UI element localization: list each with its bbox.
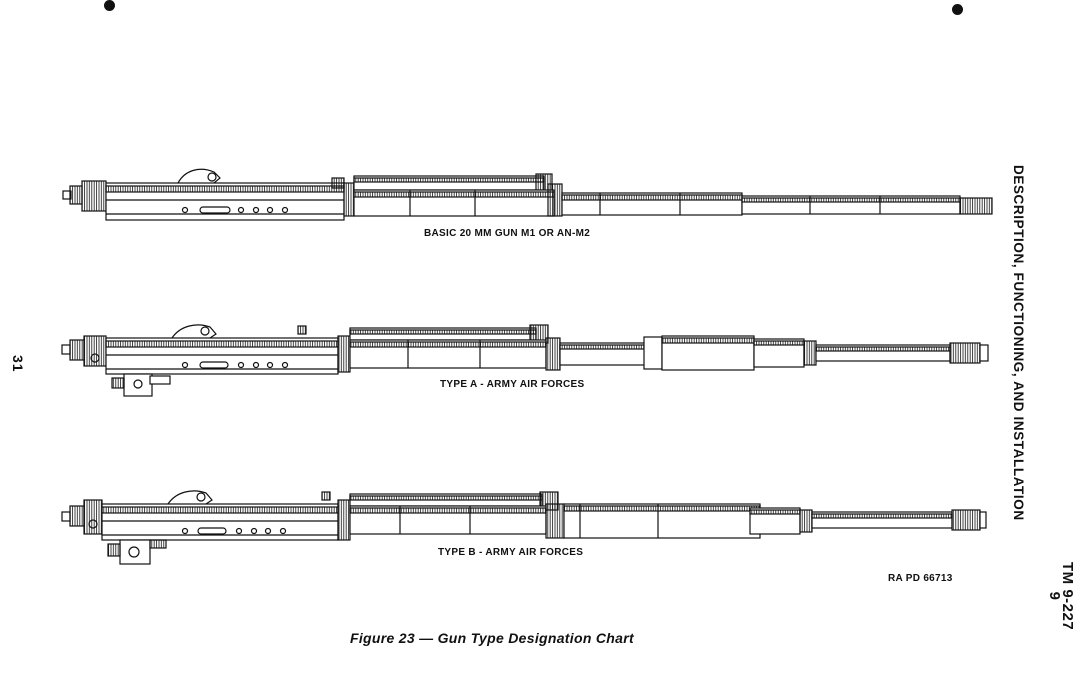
page-number: 31 xyxy=(10,355,26,373)
gun-caption-type-a: TYPE A - ARMY AIR FORCES xyxy=(440,379,585,390)
gun-basic-m1-drawing xyxy=(62,168,993,221)
punch-hole-left xyxy=(104,0,115,11)
gun-caption-basic: BASIC 20 MM GUN M1 OR AN-M2 xyxy=(424,228,591,239)
punch-hole-right xyxy=(952,4,963,15)
gun-caption-type-b: TYPE B - ARMY AIR FORCES xyxy=(438,547,584,558)
gun-type-b-drawing xyxy=(61,490,987,565)
chapter-side-title: DESCRIPTION, FUNCTIONING, AND INSTALLATI… xyxy=(1011,165,1026,521)
gun-type-a-drawing xyxy=(61,324,989,397)
figure-caption: Figure 23 — Gun Type Designation Chart xyxy=(350,630,634,646)
tm-number: TM 9-227 9 xyxy=(1046,562,1076,630)
photo-reference: RA PD 66713 xyxy=(888,573,953,584)
